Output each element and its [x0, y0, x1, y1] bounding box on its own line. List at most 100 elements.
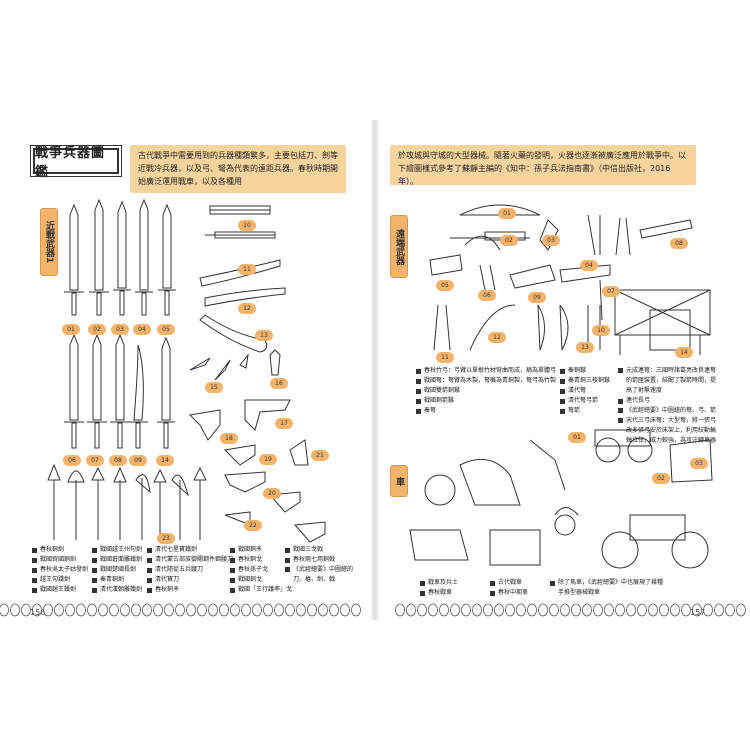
item-badge: 11 — [436, 352, 454, 363]
border-loop — [76, 603, 86, 617]
border-loop — [285, 603, 295, 617]
item-badge: 03 — [542, 235, 560, 246]
legend-col: 清代七星寶鐵劍 清代蒙古部族御賜鋼件鋼腰刀 清代隨從五兵腰刀 清代寶刀 春秋銅矛 — [147, 545, 233, 595]
border-loop — [10, 603, 20, 617]
intro-text-right: 於攻城與守城的大型器械。隨著火藥的發明，火器也逐漸被廣泛應用於戰爭中。以下繪圖樣… — [390, 145, 696, 186]
border-loop — [153, 603, 163, 617]
item-badge: 03 — [111, 324, 129, 335]
border-loop — [571, 603, 581, 617]
border-loop — [351, 603, 361, 617]
border-loop — [626, 603, 636, 617]
border-loop — [406, 603, 416, 617]
item-badge: 20 — [263, 488, 281, 499]
border-loop — [186, 603, 196, 617]
border-loop — [340, 603, 350, 617]
border-loop — [120, 603, 130, 617]
item-badge: 03 — [690, 458, 708, 469]
border-loop — [131, 603, 141, 617]
border-loop — [483, 603, 493, 617]
spear-heads — [189, 349, 281, 381]
item-badge: 23 — [157, 533, 175, 544]
item-badge: 04 — [580, 260, 598, 271]
chariots — [409, 429, 713, 569]
border-loop — [725, 603, 735, 617]
right-page: 於攻城與守城的大型器械。隨著火藥的發明，火器也逐漸被廣泛應用於戰爭中。以下繪圖樣… — [390, 120, 720, 625]
siege-crossbow — [614, 289, 711, 355]
border-loop — [439, 603, 449, 617]
item-badge: 08 — [670, 238, 688, 249]
border-loop — [560, 603, 570, 617]
item-badge: 12 — [238, 303, 256, 314]
border-loop — [296, 603, 306, 617]
border-loop — [604, 603, 614, 617]
item-badge: 07 — [86, 455, 104, 466]
border-loop — [219, 603, 229, 617]
ranged-weapons-illustration — [409, 204, 713, 569]
border-loop — [417, 603, 427, 617]
page-number-left: 156 — [30, 608, 46, 617]
item-badge: 05 — [436, 280, 454, 291]
item-badge: 21 — [311, 450, 329, 461]
item-badge: 09 — [528, 292, 546, 303]
item-badge: 04 — [133, 324, 151, 335]
border-loop — [109, 603, 119, 617]
item-badge: 06 — [63, 455, 81, 466]
border-loop — [175, 603, 185, 617]
border-loop — [21, 603, 31, 617]
border-loop — [538, 603, 548, 617]
border-loop — [164, 603, 174, 617]
item-badge: 02 — [88, 324, 106, 335]
item-badge: 01 — [498, 208, 516, 219]
border-loop — [692, 603, 702, 617]
border-loop — [461, 603, 471, 617]
border-loop — [263, 603, 273, 617]
border-loop — [142, 603, 152, 617]
border-loop — [703, 603, 713, 617]
border-loop — [98, 603, 108, 617]
border-loop — [450, 603, 460, 617]
intro-text-left: 古代戰爭中需要用到的兵器種類繁多，主要包括刀、劍等近戰冷兵器，以及弓、弩為代表的… — [130, 145, 346, 193]
item-badge: 19 — [259, 454, 277, 465]
halberd-heads — [188, 399, 326, 543]
border-loop — [659, 603, 669, 617]
border-loop — [549, 603, 559, 617]
item-badge: 14 — [156, 455, 174, 466]
border-loop — [43, 603, 53, 617]
page-number-right: 157 — [690, 608, 706, 617]
sword-row-2 — [64, 333, 175, 449]
border-loop — [527, 603, 537, 617]
item-badge: 17 — [275, 418, 293, 429]
border-loop — [505, 603, 515, 617]
border-loop — [0, 603, 9, 617]
item-badge: 12 — [488, 332, 506, 343]
border-loop — [208, 603, 218, 617]
border-loop — [32, 603, 42, 617]
item-badge: 13 — [255, 330, 273, 341]
bows-crossbows — [429, 204, 693, 351]
sabers — [199, 205, 286, 353]
legend-col: 戰國越王州句劍 戰國蒼面雕鐵劍 戰國楚國長劍 秦青銅劍 清代漢朝雕鐵劍 — [92, 545, 142, 595]
border-loop — [274, 603, 284, 617]
border-loop — [230, 603, 240, 617]
item-badge: 01 — [62, 324, 80, 335]
legend-col: 除了馬車，《武經總要》中也展現了幾種 手推型器械戰車 — [550, 578, 663, 598]
item-badge: 10 — [592, 325, 610, 336]
item-badge: 02 — [500, 235, 518, 246]
border-loop — [516, 603, 526, 617]
sword-row-1 — [64, 198, 176, 316]
border-loop — [65, 603, 75, 617]
border-loop — [615, 603, 625, 617]
item-badge: 15 — [205, 382, 223, 393]
border-loop — [428, 603, 438, 617]
legend-col: 戰國銅矛 春秋銅戈 春秋孫子戈 戰國銅戈 戰國「王行議率」戈 — [230, 545, 292, 595]
legend-col: 春秋竹弓：弓臂以單根竹材彎曲而成，稱為單體弓 戰國弩：弩臂為木製，弩機為青銅製，… — [416, 366, 556, 416]
border-loop — [714, 603, 724, 617]
legend-col: 春秋銅劍 戰國齊國銅劍 春秋吳太子姑發劍 越王勾踐劍 戰國趙王鐵劍 — [32, 545, 88, 595]
item-badge: 07 — [602, 286, 620, 297]
border-loop — [307, 603, 317, 617]
item-badge: 10 — [238, 220, 256, 231]
melee-weapons-illustration — [47, 198, 326, 543]
legend-col: 戰車及兵士 春秋戰車 — [420, 578, 458, 598]
border-loop — [318, 603, 328, 617]
section-tab-melee: 近戰武器1 — [40, 208, 58, 276]
